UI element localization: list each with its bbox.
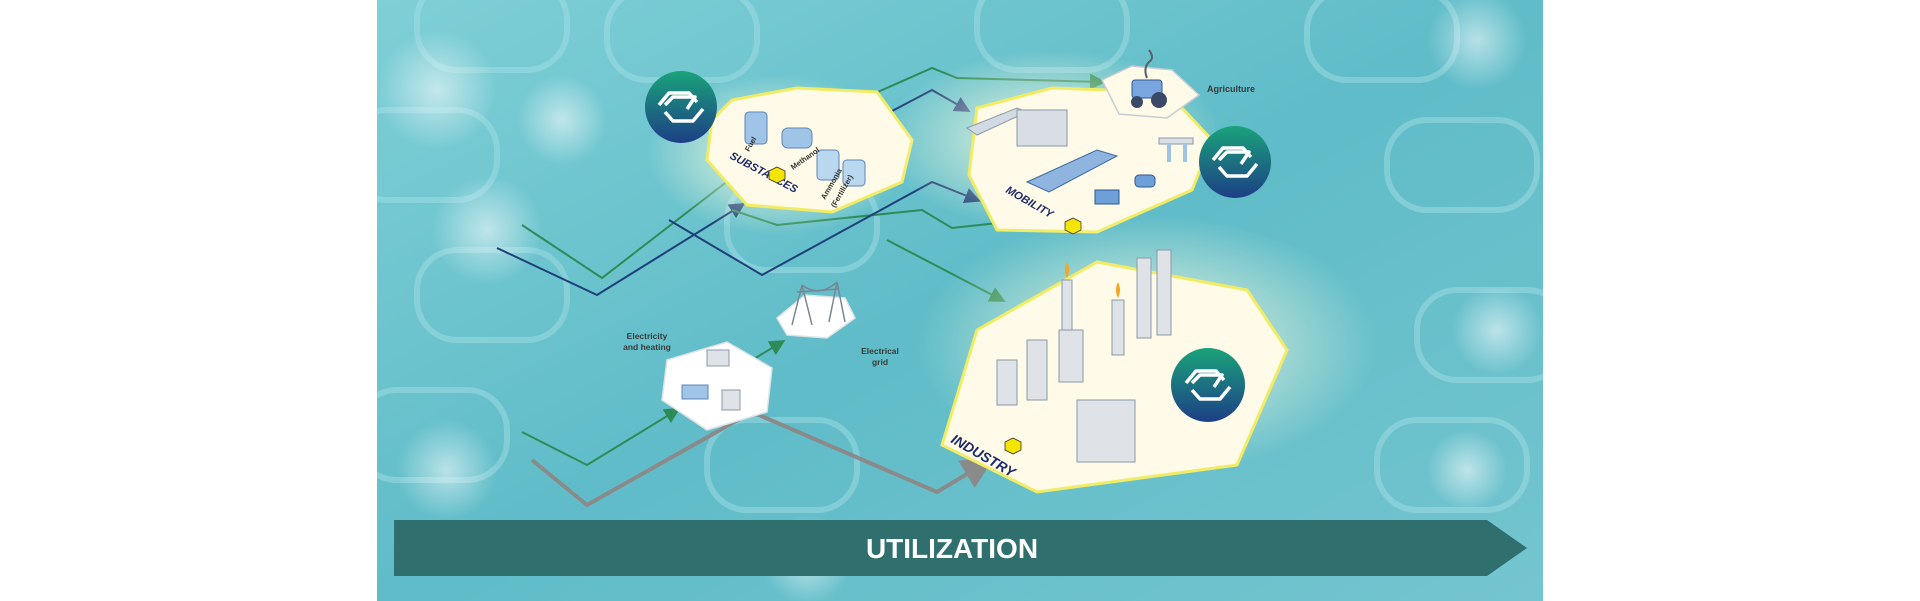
storage-tank-icon (816, 149, 866, 187)
industry-hazard-badge-icon (1004, 437, 1022, 455)
utilization-banner: UTILIZATION (394, 520, 1527, 576)
refinery-icon (996, 249, 1172, 463)
background-bokeh (377, 0, 1542, 601)
electricity-label-line2: and heating (623, 342, 671, 352)
electricity-platform: Electricity and heating (623, 331, 773, 431)
mobility-logo-icon (1199, 126, 1271, 198)
fuel-station-icon (1158, 137, 1194, 162)
power-pylon-icon (791, 281, 846, 326)
tractor-icon (1131, 49, 1167, 108)
car-icon (1134, 174, 1156, 188)
grid-label-line1: Electrical (861, 346, 899, 356)
utilization-label: UTILIZATION (866, 533, 1038, 564)
grid-platform: Electrical grid (776, 281, 899, 367)
agriculture-platform: Agriculture (1100, 49, 1255, 119)
substances-hazard-badge-icon (768, 166, 786, 184)
flare-flame-icon (1065, 262, 1120, 298)
utilization-diagram: Fuel Methanol Ammonia (Fertilizer) SUBST… (377, 0, 1543, 601)
truck-icon (1094, 189, 1120, 205)
fuel-canister-icon (744, 111, 768, 145)
substances-logo-icon (645, 71, 717, 143)
electricity-label-line1: Electricity (627, 331, 668, 341)
factory-conveyor-icon (1016, 109, 1068, 147)
industry-logo-icon (1171, 348, 1245, 422)
green-flow-to-electricity (521, 407, 681, 467)
industry-platform: INDUSTRY (917, 215, 1377, 494)
methanol-barrel-icon (781, 127, 813, 149)
battery-icon (721, 389, 741, 411)
house-icon (706, 349, 730, 367)
agriculture-label: Agriculture (1207, 84, 1255, 94)
ship-icon (1025, 149, 1119, 193)
heat-pump-icon (681, 384, 709, 400)
grid-label-line2: grid (872, 357, 888, 367)
